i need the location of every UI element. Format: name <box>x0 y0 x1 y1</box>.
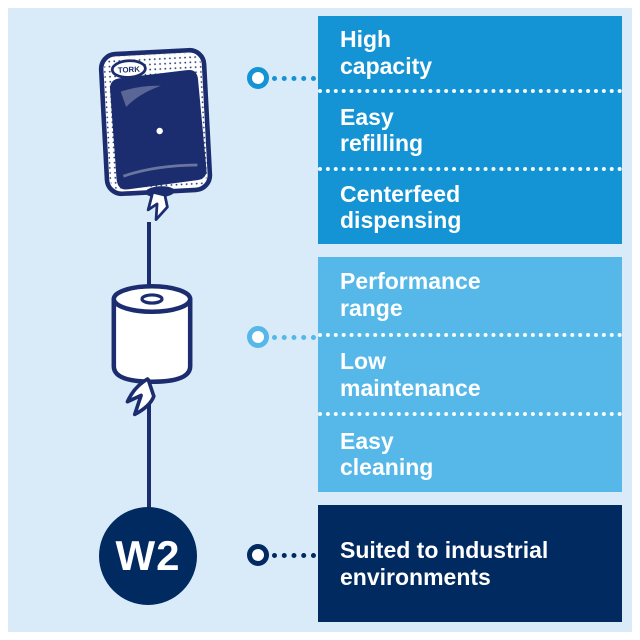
dotted-divider <box>318 166 622 171</box>
connector-ring-icon <box>247 67 269 89</box>
w2-badge: W2 <box>99 507 197 605</box>
feature-text: Suited to industrial environments <box>340 537 549 590</box>
feature-item: Performance range <box>318 257 622 333</box>
connector-dotted-line <box>272 334 316 340</box>
connector-dotted-line <box>272 552 316 558</box>
feature-text: Centerfeed dispensing <box>340 180 462 234</box>
connector-middle <box>247 326 316 348</box>
dotted-divider <box>318 89 622 94</box>
roll-body <box>111 299 193 385</box>
feature-item: Low maintenance <box>318 337 622 413</box>
roll-core <box>140 293 164 305</box>
feature-item: Easy refilling <box>318 93 622 166</box>
tork-logo-badge <box>110 59 147 79</box>
dotted-divider <box>318 332 622 337</box>
feature-text: Low maintenance <box>340 348 481 401</box>
cover-highlight <box>120 85 162 107</box>
w2-badge-label: W2 <box>115 532 181 579</box>
tork-logo-text: TORK <box>118 65 141 75</box>
paper-roll-illustration <box>102 276 202 422</box>
lock-button-icon <box>153 125 166 137</box>
connector-dotted-line <box>272 75 316 81</box>
feature-text: High capacity <box>340 26 433 79</box>
cover-lower-highlight <box>122 163 198 178</box>
paper-tail <box>146 190 169 222</box>
feature-item: High capacity <box>318 16 622 89</box>
feature-text: Easy cleaning <box>340 427 434 481</box>
dispenser-drawing: TORK <box>98 47 213 222</box>
feature-item: Centerfeed dispensing <box>318 171 622 244</box>
feature-panel-middle: Performance range Low maintenance Easy c… <box>318 257 622 492</box>
connector-top <box>247 67 316 89</box>
feature-text: Easy refilling <box>340 103 424 156</box>
feature-panel-bottom: Suited to industrial environments <box>318 505 622 622</box>
feature-panel-top: High capacity Easy refilling Centerfeed … <box>318 16 622 244</box>
feature-text: Performance range <box>340 268 481 321</box>
connector-ring-icon <box>247 544 269 566</box>
connector-ring-icon <box>247 326 269 348</box>
feature-item: Suited to industrial environments <box>318 505 622 622</box>
dispenser-illustration: TORK <box>86 36 224 232</box>
dotted-divider <box>318 412 622 417</box>
connector-bottom <box>247 544 316 566</box>
roll-paper-tail <box>125 377 156 417</box>
feature-item: Easy cleaning <box>318 416 622 492</box>
roll-drawing <box>111 284 193 417</box>
